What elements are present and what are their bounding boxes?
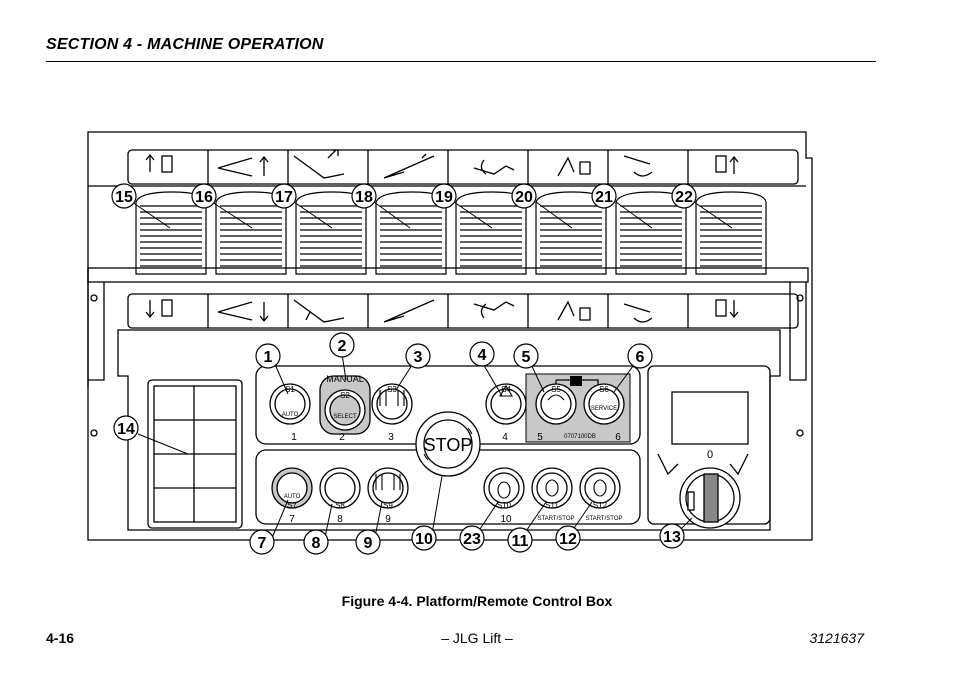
callout-10: 10 (415, 531, 433, 548)
bottom-icon-row (127, 293, 799, 329)
switch-label-s6: S6 (599, 385, 609, 394)
manual-text: MANUAL (326, 374, 364, 384)
switch-label-s3: S3 (387, 385, 397, 394)
select-text: SELECT (333, 414, 357, 420)
section-title: SECTION 4 - MACHINE OPERATION (46, 36, 324, 53)
control-box-figure: S1 S2 S3 S4 S5 S6 S7 S8 S9 S10 S11 S12 A… (84, 128, 820, 556)
callout-3: 3 (414, 349, 423, 366)
small-number-7: 7 (289, 514, 295, 525)
start-stop-text-s12: START/STOP (585, 516, 622, 522)
auto-text: AUTO (282, 412, 299, 418)
small-number-6: 6 (615, 432, 621, 443)
switch-label-s12: S12 (593, 501, 608, 510)
callout-9: 9 (364, 535, 373, 552)
switch-label-s4: S4 (501, 385, 511, 394)
callout-16: 16 (195, 189, 213, 206)
switch-label-s8: S8 (335, 501, 345, 510)
small-number-3: 3 (388, 432, 394, 443)
service-text: SERVICE (591, 406, 617, 412)
stop-button-text: STOP (424, 435, 473, 455)
page-number: 4-16 (46, 630, 75, 646)
document-number: 3121637 (809, 630, 864, 646)
footer-brand: – JLG Lift – (441, 630, 513, 646)
small-number-1: 1 (291, 432, 297, 443)
callout-21: 21 (595, 189, 613, 206)
small-number-8: 8 (337, 514, 343, 525)
callout-22: 22 (675, 189, 693, 206)
callout-12: 12 (559, 531, 577, 548)
callout-8: 8 (312, 535, 321, 552)
switch-label-s11: S11 (545, 501, 559, 510)
callout-14: 14 (117, 421, 135, 438)
switch-label-s1: S1 (285, 385, 295, 394)
callout-15: 15 (115, 189, 133, 206)
auto-text-s7: AUTO (284, 494, 301, 500)
header-rule (46, 61, 876, 62)
callout-11: 11 (512, 533, 529, 550)
switch-label-s10: S10 (497, 501, 512, 510)
callout-23: 23 (463, 531, 481, 548)
start-stop-text-s11: START/STOP (537, 516, 574, 522)
callout-13: 13 (663, 529, 681, 546)
small-number-5: 5 (537, 432, 543, 443)
callout-5: 5 (522, 349, 531, 366)
callout-18: 18 (355, 189, 373, 206)
callout-1: 1 (264, 349, 273, 366)
switch-label-s7: S7 (287, 501, 297, 510)
top-icon-row (127, 149, 799, 185)
small-number-10: 10 (500, 514, 512, 525)
figure-caption: Figure 4-4. Platform/Remote Control Box (341, 593, 613, 609)
callout-20: 20 (515, 189, 533, 206)
callout-6: 6 (636, 349, 645, 366)
callout-4: 4 (478, 347, 487, 364)
switch-label-s9: S9 (383, 501, 393, 510)
switch-label-s2: S2 (340, 391, 350, 400)
callout-19: 19 (435, 189, 453, 206)
small-number-2: 2 (339, 432, 345, 443)
switch-label-s5: S5 (551, 385, 561, 394)
callout-2: 2 (338, 338, 347, 355)
callout-7: 7 (258, 535, 267, 552)
small-number-4: 4 (502, 432, 508, 443)
key-zero-text: 0 (707, 449, 713, 461)
callout-17: 17 (275, 189, 293, 206)
small-number-9: 9 (385, 514, 391, 525)
part-number-text: 0707100DB (564, 434, 596, 440)
